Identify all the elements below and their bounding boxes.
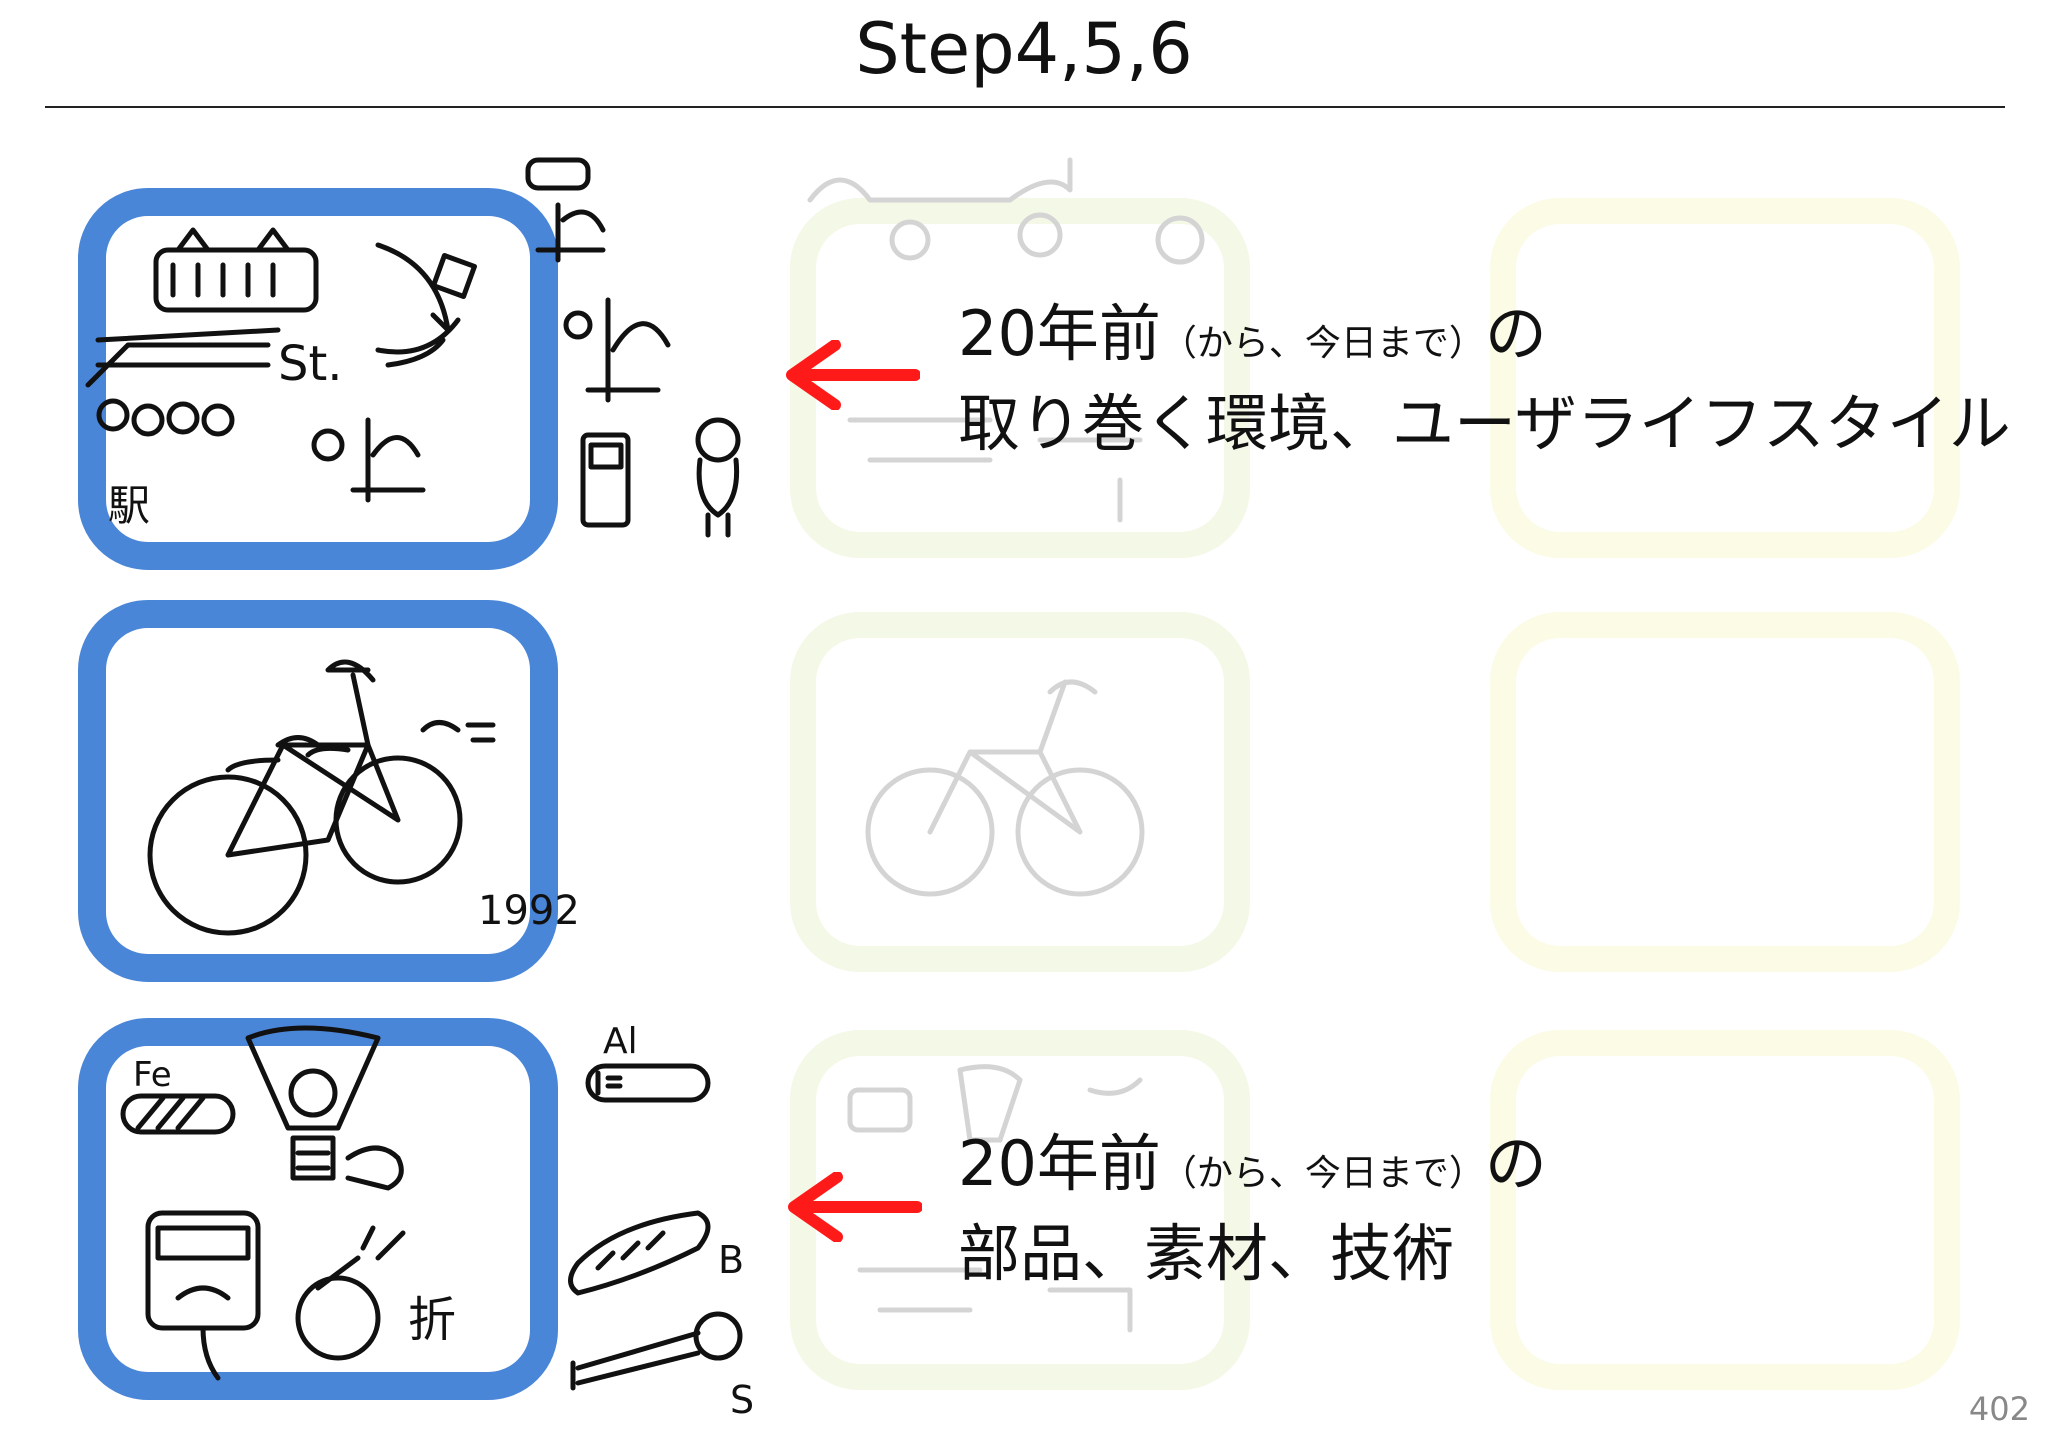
sketch-ori-label: 折: [408, 1292, 456, 1348]
year-label: 1992: [478, 888, 580, 934]
sketch-b-label: B: [718, 1238, 744, 1282]
card-bicycle: [78, 600, 558, 982]
sketch-station-label: St.: [278, 336, 343, 392]
card-bicycle-right: [1490, 612, 1960, 972]
note-parts-paren: （から、今日まで）: [1160, 1153, 1485, 1194]
arrow-parts: [788, 1172, 922, 1242]
parts-sketch: Fe 折 Al B S: [120, 1021, 754, 1422]
note-parts-line2: 部品、素材、技術: [958, 1217, 1455, 1290]
note-environment-line2: 取り巻く環境、ユーザライフスタイル: [958, 387, 2011, 460]
environment-ghost-sketch: [807, 157, 1205, 523]
card-parts-middle: [790, 1030, 1250, 1390]
arrow-environment: [786, 340, 920, 410]
note-parts: 20年前（から、今日まで）の 部品、素材、技術: [958, 1124, 1547, 1294]
card-bicycle-middle: [790, 612, 1250, 972]
note-environment: 20年前（から、今日まで）の 取り巻く環境、ユーザライフスタイル: [958, 294, 2011, 464]
bicycle-sketch: [147, 659, 496, 936]
card-environment-right: [1490, 198, 1960, 558]
sketch-al-label: Al: [603, 1021, 638, 1062]
environment-sketch: St. 駅: [85, 157, 741, 538]
note-environment-lead: 20年前: [958, 297, 1161, 370]
slide-title: Step4,5,6: [855, 8, 1193, 90]
title-divider: [45, 106, 2005, 108]
note-parts-line1: 20年前（から、今日まで）の: [958, 1124, 1547, 1214]
bicycle-ghost-sketch: [865, 679, 1145, 897]
note-environment-particle: の: [1484, 297, 1547, 370]
parts-ghost-sketch: [847, 1064, 1143, 1333]
sketch-s-label: S: [730, 1378, 754, 1422]
note-environment-paren: （から、今日まで）: [1160, 323, 1485, 364]
card-parts-right: [1490, 1030, 1960, 1390]
note-parts-particle: の: [1484, 1127, 1547, 1200]
sketch-fe-label: Fe: [133, 1055, 172, 1095]
sketch-eki-label: 駅: [108, 481, 150, 530]
note-parts-lead: 20年前: [958, 1127, 1161, 1200]
card-parts: [78, 1018, 558, 1400]
note-environment-line1: 20年前（から、今日まで）の: [958, 294, 2011, 384]
page-number: 402: [1968, 1390, 2030, 1428]
